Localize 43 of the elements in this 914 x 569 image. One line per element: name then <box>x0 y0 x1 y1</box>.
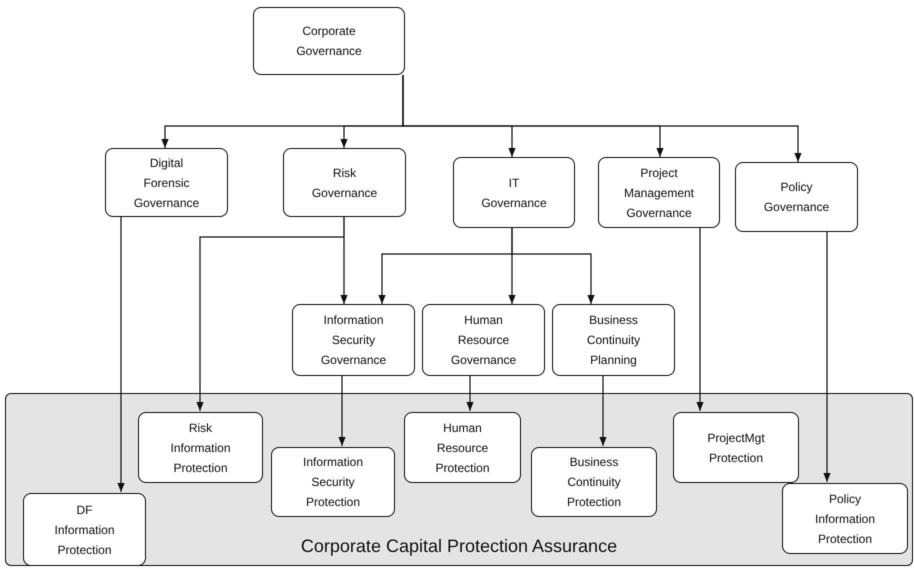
arrow <box>511 228 595 304</box>
process-box <box>271 447 395 517</box>
box-label: Policy Governance <box>762 179 830 216</box>
process-box <box>404 412 521 483</box>
arrow <box>696 228 704 411</box>
process-box <box>735 162 858 232</box>
box-label: Digital Forensic Governance <box>132 154 200 212</box>
process-box <box>531 447 657 517</box>
arrow <box>402 75 802 162</box>
box-label: Project Management Governance <box>622 164 696 222</box>
process-box <box>292 304 415 376</box>
process-box <box>138 412 263 483</box>
box-label: Corporate Governance <box>295 23 363 60</box>
box-label: IT Governance <box>480 174 548 212</box>
process-box <box>598 157 720 228</box>
process-box <box>283 148 406 217</box>
arrow <box>823 232 831 482</box>
box-label: DF Information Protection <box>53 502 116 558</box>
process-box <box>552 304 675 376</box>
box-label: Risk Information Protection <box>169 420 232 476</box>
arrow <box>340 217 348 304</box>
group-panel <box>5 393 913 566</box>
box-label: Human Resource Governance <box>450 312 518 369</box>
box-label: Information Security Protection <box>302 454 364 511</box>
process-box <box>253 7 405 75</box>
box-label: ProjectMgt Protection <box>706 430 766 466</box>
arrow <box>117 217 125 492</box>
process-box <box>782 483 908 554</box>
box-label: Risk Governance <box>310 164 378 202</box>
panel-title: Corporate Capital Protection Assurance <box>300 535 618 557</box>
box-label: Policy Information Protection <box>814 490 876 548</box>
process-box <box>105 148 228 217</box>
arrow <box>466 376 474 411</box>
arrow <box>338 376 346 446</box>
process-box <box>23 493 146 566</box>
arrow <box>599 376 607 446</box>
box-label: Business Continuity Protection <box>566 454 622 511</box>
box-label: Business Continuity Planning <box>586 312 642 369</box>
process-box <box>673 412 799 483</box>
box-label: Information Security Governance <box>320 312 388 369</box>
process-box <box>422 304 545 376</box>
box-label: Human Resource Protection <box>434 420 491 476</box>
process-box <box>453 157 575 228</box>
